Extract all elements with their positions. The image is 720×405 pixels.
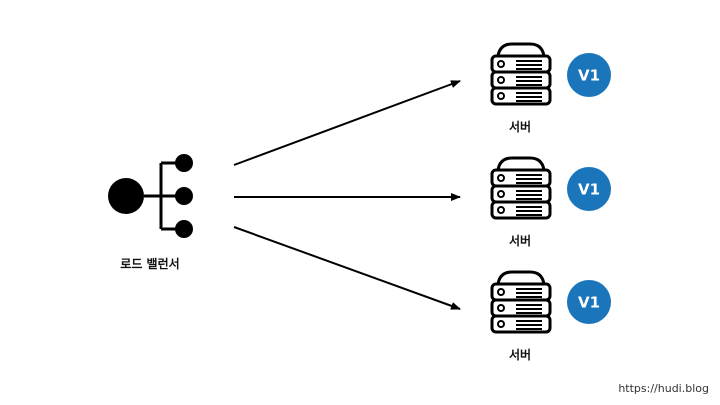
footer-credit: https://hudi.blog bbox=[618, 382, 709, 395]
load-balancer-label: 로드 밸런서 bbox=[120, 257, 180, 271]
version-badge-text: V1 bbox=[578, 294, 600, 312]
version-badge-3: V1 bbox=[567, 280, 611, 324]
version-badge-2: V1 bbox=[567, 167, 611, 211]
server-label-2: 서버 bbox=[508, 234, 532, 248]
version-badge-1: V1 bbox=[567, 53, 611, 97]
connection-arrow-1 bbox=[233, 80, 461, 166]
version-badge-text: V1 bbox=[578, 181, 600, 199]
connection-arrow-3 bbox=[233, 226, 461, 310]
version-badge-text: V1 bbox=[578, 67, 600, 85]
load-balancer-icon bbox=[108, 154, 193, 238]
server-rack-icon bbox=[490, 42, 552, 106]
server-label-3: 서버 bbox=[508, 348, 532, 362]
server-rack-icon bbox=[490, 156, 552, 220]
server-label-1: 서버 bbox=[508, 120, 532, 134]
server-rack-icon bbox=[490, 270, 552, 334]
